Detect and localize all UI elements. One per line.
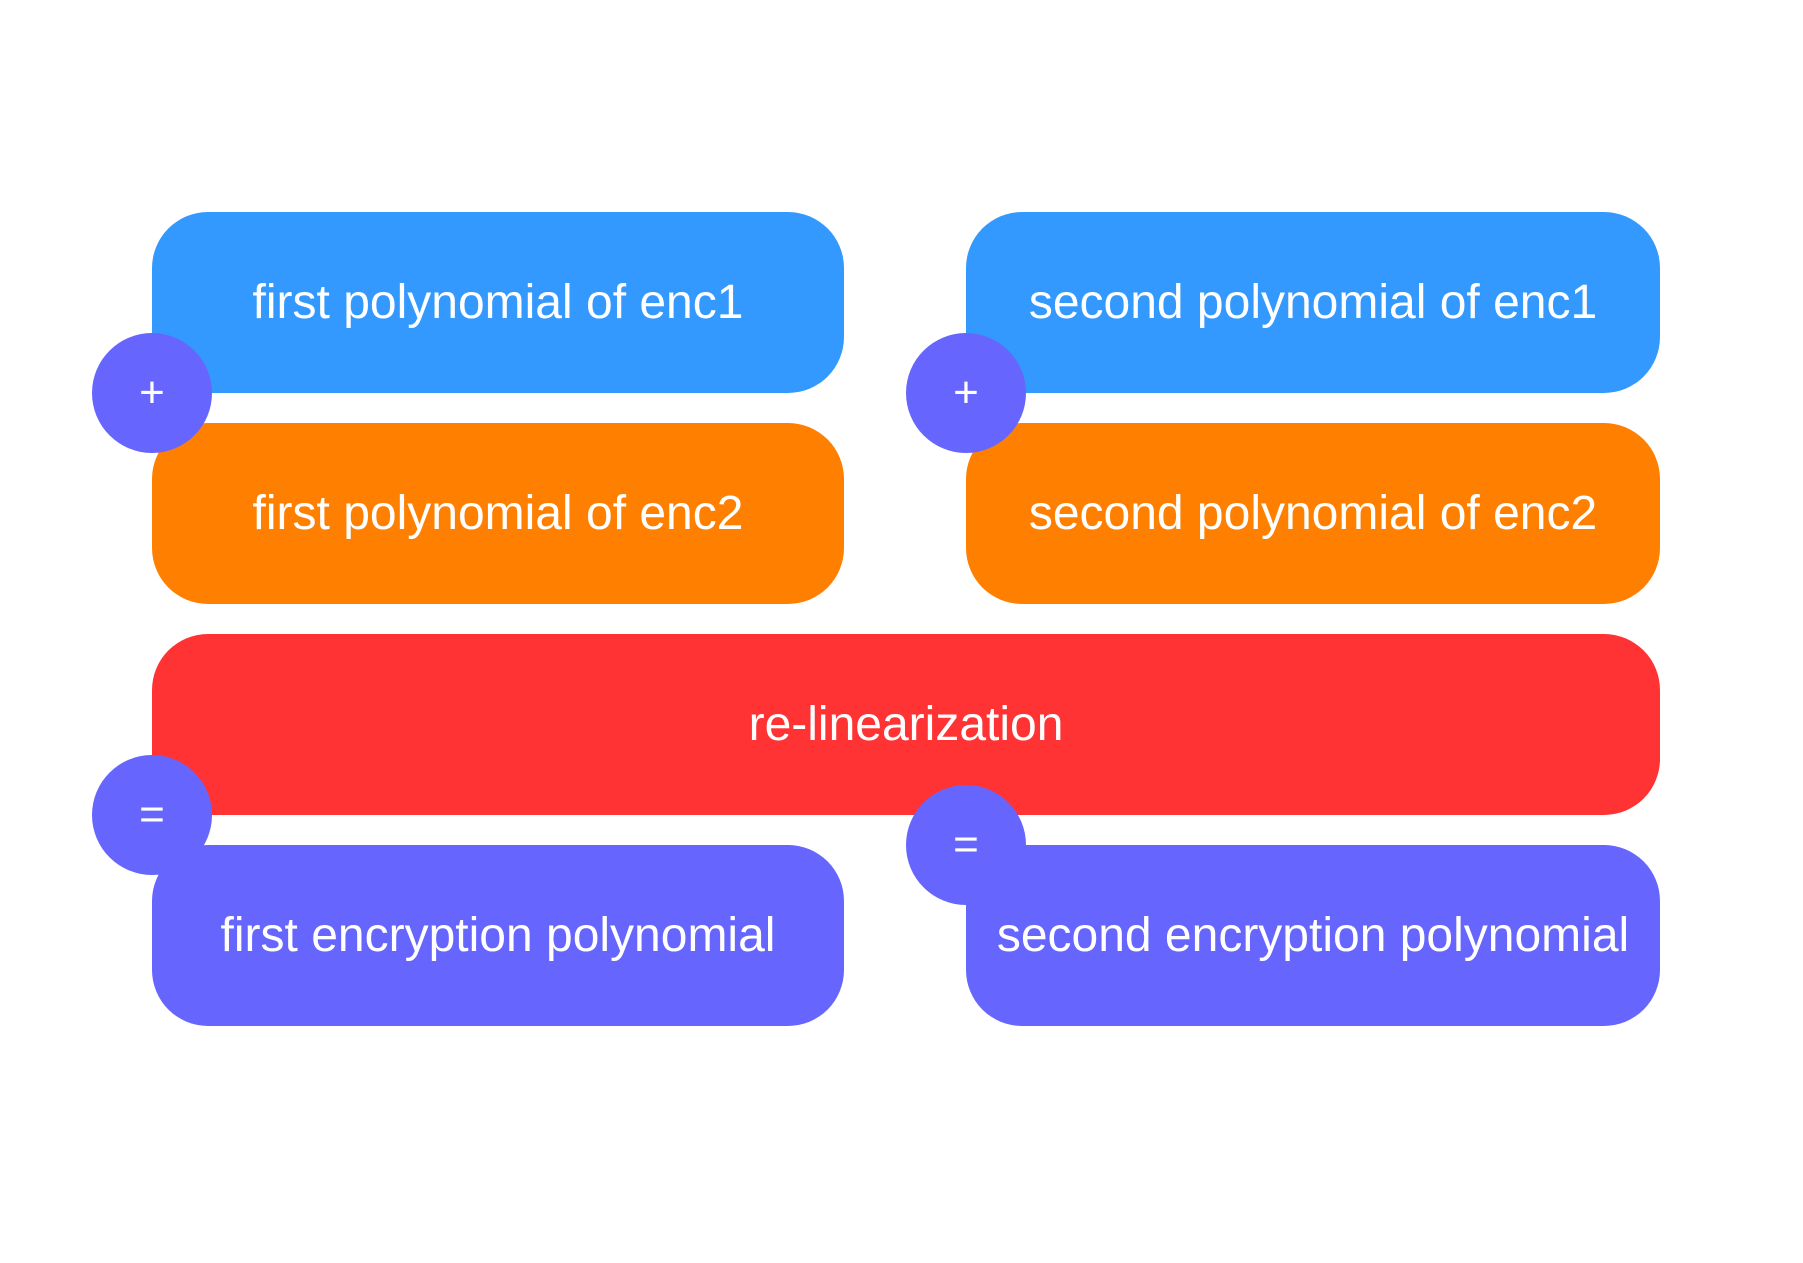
second-polynomial-enc2-label: second polynomial of enc2 [1028,487,1598,540]
plus-icon: + [953,368,979,417]
plus-operator-left: + [92,333,212,453]
first-polynomial-enc1-box: first polynomial of enc1 [152,212,844,393]
plus-operator-right: + [906,333,1026,453]
second-polynomial-enc1-label: second polynomial of enc1 [1028,276,1598,329]
relinearization-box: re-linearization [152,634,1660,815]
second-polynomial-enc2-box: second polynomial of enc2 [966,423,1660,604]
first-polynomial-enc1-label: first polynomial of enc1 [252,276,744,329]
equals-operator-right: = [906,785,1026,905]
second-polynomial-enc1-box: second polynomial of enc1 [966,212,1660,393]
equals-operator-left: = [92,755,212,875]
first-polynomial-enc2-label: first polynomial of enc2 [252,487,744,540]
second-encryption-polynomial-label: second encryption polynomial [996,909,1630,962]
relinearization-label: re-linearization [748,698,1064,751]
plus-icon: + [139,368,165,417]
first-polynomial-enc2-box: first polynomial of enc2 [152,423,844,604]
first-encryption-polynomial-box: first encryption polynomial [152,845,844,1026]
second-encryption-polynomial-box: second encryption polynomial [966,845,1660,1026]
first-encryption-polynomial-label: first encryption polynomial [220,909,776,962]
equals-icon: = [139,790,165,839]
equals-icon: = [953,820,979,869]
